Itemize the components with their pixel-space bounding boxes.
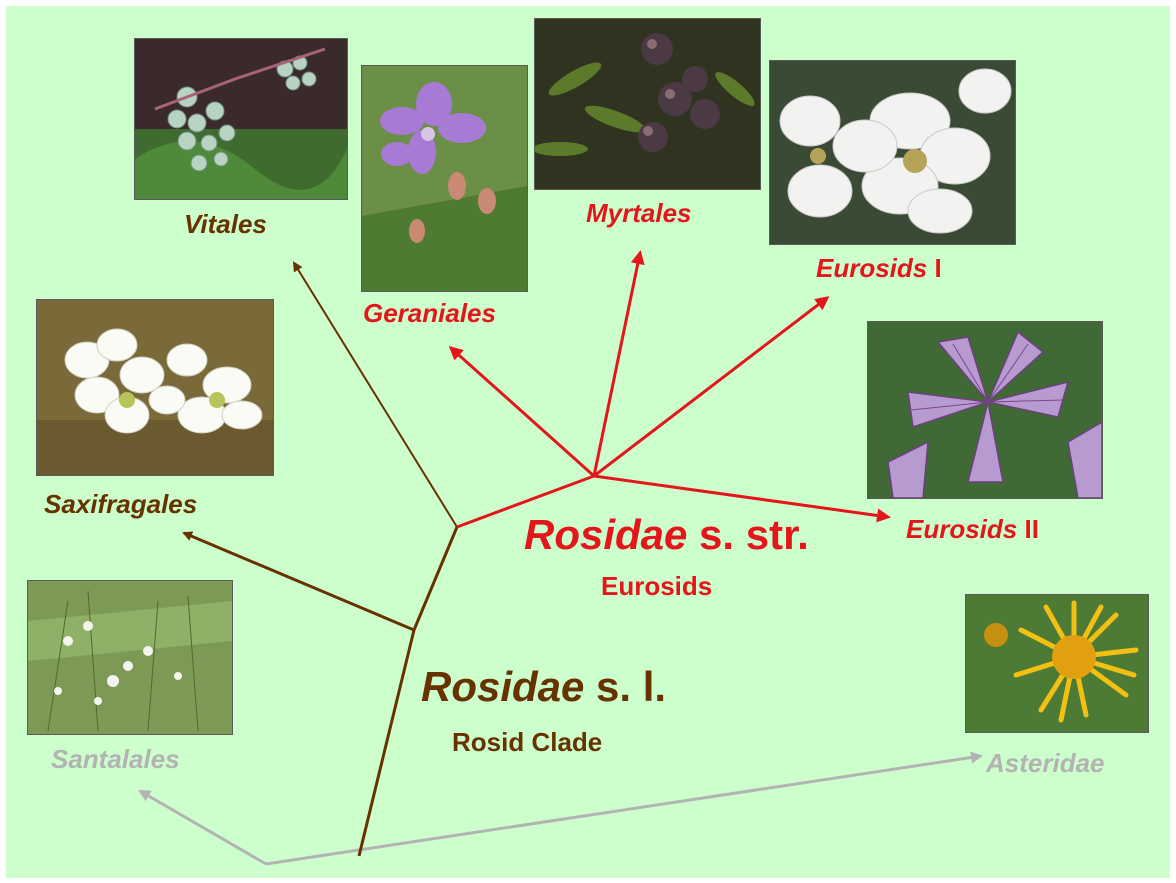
santalales-photo [27, 580, 233, 735]
eurosids-2-photo [867, 321, 1103, 499]
eurosids-2-number: II [1017, 514, 1039, 544]
rosidae-sl-suffix: s. l. [584, 663, 666, 710]
rosidae-sstr-suffix: s. str. [687, 511, 808, 558]
branch-myrtales [594, 253, 640, 476]
eurosids-1-photo [769, 60, 1016, 245]
branch-asteridae [266, 756, 981, 864]
rosidae-sstr-common: Eurosids [601, 571, 712, 601]
asteridae-label: Asteridae [986, 748, 1105, 778]
rosidae-sl-common: Rosid Clade [452, 727, 602, 757]
saxifragales-label: Saxifragales [44, 489, 197, 519]
eurosids-2-name: Eurosids [906, 514, 1017, 544]
saxifragales-photo [36, 299, 274, 476]
geraniales-label: Geraniales [363, 298, 496, 328]
branch-eurosids-1 [594, 298, 827, 476]
myrtales-photo [534, 18, 761, 190]
rosidae-sl-title: Rosidae s. l. [421, 663, 666, 711]
vitales-label: Vitales [184, 209, 267, 239]
eurosids-1-label: Eurosids I [816, 253, 942, 283]
rosidae-sstr-name: Rosidae [524, 511, 687, 558]
vitales-photo [134, 38, 348, 200]
asteridae-photo [965, 594, 1149, 733]
eurosids-1-name: Eurosids [816, 253, 927, 283]
santalales-label: Santalales [51, 744, 180, 774]
phylogeny-diagram: Vitales Geraniales Myrtales Eurosids I E… [6, 6, 1170, 878]
myrtales-label: Myrtales [586, 198, 692, 228]
branch-santalales [140, 791, 266, 864]
rosidae-sl-name: Rosidae [421, 663, 584, 710]
eurosids-1-number: I [927, 253, 941, 283]
geraniales-photo [361, 65, 528, 292]
rosidae-sstr-title: Rosidae s. str. [524, 511, 809, 559]
eurosids-2-label: Eurosids II [906, 514, 1039, 544]
branch-geraniales [451, 348, 594, 476]
